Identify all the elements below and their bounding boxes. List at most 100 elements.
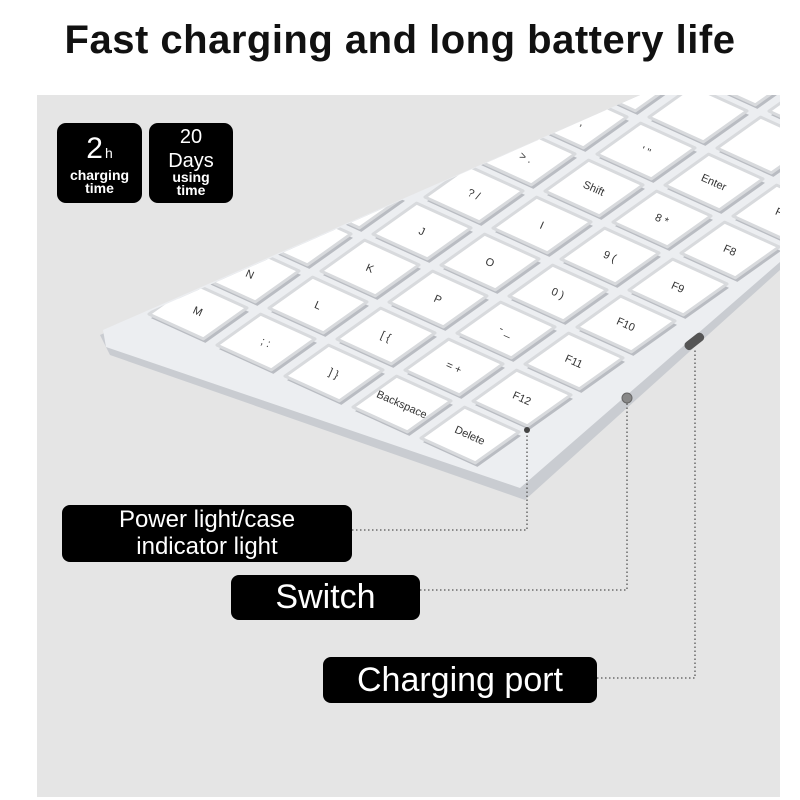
key (439, 232, 541, 292)
key (215, 312, 317, 372)
key (715, 115, 780, 175)
key-label: F8 (721, 243, 738, 259)
power-light-callout: Power light/case indicator light (62, 505, 352, 562)
key (575, 294, 677, 354)
charging-time-label-1: charging (69, 167, 130, 183)
usage-time-value: 20 (179, 126, 203, 148)
switch-line (420, 402, 628, 591)
key-label: J (417, 225, 427, 238)
key (559, 226, 661, 286)
key-label: opt (309, 218, 326, 234)
usage-time-label-1: using (172, 169, 210, 185)
key (371, 201, 473, 261)
key (287, 102, 389, 162)
key-label: ; : (259, 336, 272, 351)
key-label: F7 (773, 206, 790, 222)
key-shadow (239, 145, 337, 201)
key (235, 139, 337, 199)
key (455, 300, 557, 360)
switch-callout: Switch (231, 575, 420, 620)
charging-time-unit: h (104, 145, 113, 161)
usage-time-label-2: time (176, 182, 206, 198)
key (325, 0, 423, 55)
key (513, 24, 611, 80)
key (523, 331, 625, 391)
indicator-light (524, 427, 530, 433)
key-shadow (223, 95, 321, 133)
switch-hole (621, 392, 633, 404)
key-shadow (411, 102, 509, 158)
page-title: Fast charging and long battery life (64, 18, 736, 62)
key (267, 275, 369, 335)
key (131, 213, 233, 273)
key (663, 152, 765, 212)
key-label: I (538, 220, 546, 232)
key-shadow (619, 0, 717, 10)
key (611, 189, 713, 249)
key (219, 95, 321, 131)
key-label: - _ (497, 323, 514, 340)
key (595, 121, 697, 181)
key-shadow (755, 16, 800, 72)
key-label: F9 (669, 280, 686, 296)
key (335, 306, 437, 366)
charging-port-line (597, 350, 696, 679)
callout-lines (352, 350, 696, 679)
key (351, 374, 453, 434)
key (273, 36, 371, 92)
key (103, 250, 181, 310)
power-light-line (352, 432, 528, 531)
key-label: P (432, 293, 444, 307)
key (445, 0, 543, 49)
key-shadow (687, 0, 785, 41)
key (785, 148, 800, 204)
key (403, 337, 505, 397)
usage-time-unit: Days (168, 150, 214, 172)
key-label: Alt (308, 205, 323, 220)
key (731, 183, 780, 243)
key-label: M (191, 305, 204, 320)
power-light-label-1: Power light/case (118, 506, 296, 533)
key-shadow (275, 95, 373, 96)
key-label: = + (444, 359, 463, 376)
key-shadow (327, 3, 425, 59)
key (565, 0, 663, 43)
key-shadow (463, 95, 561, 121)
key-shadow (291, 108, 389, 164)
key (459, 95, 561, 119)
key-label: cmd (359, 182, 381, 200)
key (685, 0, 783, 37)
key-shadow (103, 225, 113, 281)
key-shadow (515, 28, 613, 84)
key (103, 219, 113, 279)
key-shadow (787, 152, 800, 208)
key (633, 18, 731, 74)
usage-time-badge: 20 Days using time (149, 123, 233, 203)
key (679, 220, 780, 280)
charging-time-value: 2 (86, 132, 103, 165)
key-label: 9 ( (601, 249, 618, 265)
key (753, 12, 800, 68)
key (407, 96, 509, 156)
key-shadow (135, 219, 233, 275)
charging-time-label-2: time (85, 180, 114, 196)
key-shadow (447, 0, 545, 53)
key-shadow (567, 0, 665, 47)
key-label: ? / (466, 187, 483, 203)
key (471, 368, 573, 428)
key (617, 0, 715, 6)
key (387, 269, 489, 329)
key-shadow (395, 34, 493, 90)
charging-port-callout: Charging port (323, 657, 597, 703)
key (627, 257, 729, 317)
key (543, 158, 645, 218)
key (393, 30, 491, 86)
key-label: Start (242, 225, 266, 244)
key (377, 0, 475, 18)
key-label: L (312, 299, 322, 312)
key-label: 8 * (653, 212, 671, 229)
key (497, 0, 595, 12)
